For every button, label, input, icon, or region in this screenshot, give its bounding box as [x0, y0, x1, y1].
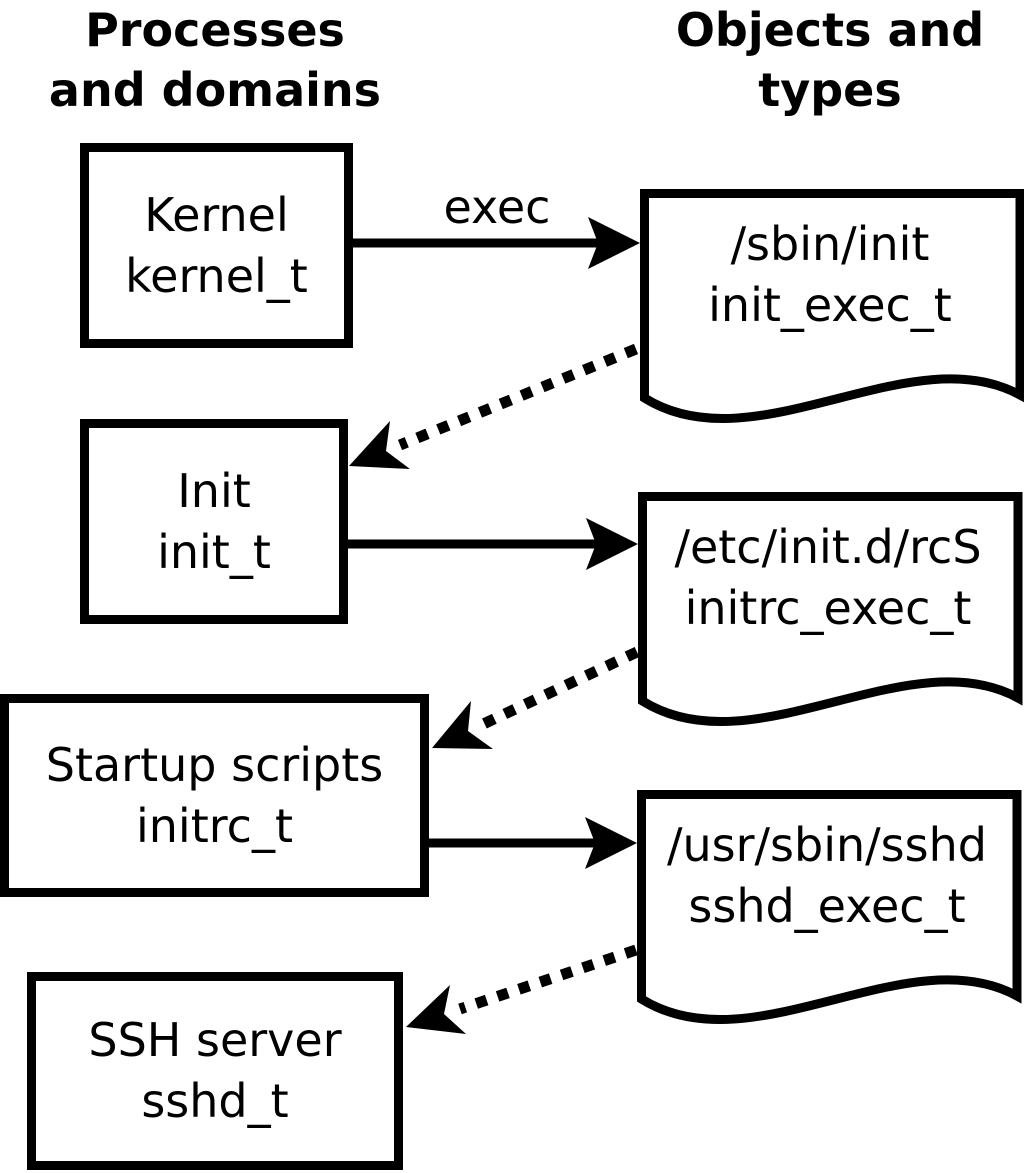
process-ssh-type: sshd_t — [141, 1074, 289, 1128]
process-node-startup-scripts: Startup scripts initrc_t — [0, 694, 429, 897]
header-left-line1: Processes — [85, 3, 345, 57]
object-etc-initd-rcs-type: initrc_exec_t — [684, 581, 972, 635]
process-node-init: Init init_t — [80, 419, 348, 624]
process-kernel-type: kernel_t — [125, 248, 308, 303]
document-shape-sbin-init — [640, 189, 1024, 424]
arrowhead-kernel-to-sbin-init — [588, 217, 640, 269]
arrowhead-etc-initd-rcs-to-startup — [432, 701, 493, 749]
column-header-objects-and-types: Objects and types — [650, 0, 1010, 120]
process-init-label: Init — [177, 463, 251, 518]
document-shape-etc-initd-rcs — [638, 492, 1023, 727]
solid-arrow-kernel-to-sbin-init — [352, 217, 640, 269]
header-right-line2: types — [758, 63, 902, 117]
object-sbin-init-type: init_exec_t — [708, 278, 952, 332]
object-usr-sbin-sshd-path: /usr/sbin/sshd — [667, 818, 987, 872]
arrowhead-init-to-etc-initd-rcs — [586, 518, 638, 570]
object-etc-initd-rcs-path: /etc/init.d/rcS — [674, 520, 982, 574]
process-init-type: init_t — [157, 524, 271, 579]
object-sbin-init-path: /sbin/init — [730, 217, 930, 271]
header-left-line2: and domains — [48, 63, 382, 117]
header-right-line1: Objects and — [675, 3, 985, 57]
solid-arrow-init-to-etc-initd-rcs — [347, 518, 638, 570]
document-shape-usr-sbin-sshd — [637, 790, 1022, 1025]
process-node-ssh-server: SSH server sshd_t — [27, 972, 403, 1170]
process-node-kernel: Kernel kernel_t — [80, 143, 353, 348]
dotted-arrow-usr-sbin-sshd-to-ssh-server — [406, 944, 638, 1034]
edge-label-exec: exec — [443, 180, 551, 234]
object-node-sbin-init-label: /sbin/init init_exec_t — [640, 214, 1020, 336]
solid-arrow-startup-to-usr-sbin-sshd — [428, 817, 637, 869]
dotted-arrow-sbin-init-to-init — [349, 343, 639, 469]
object-usr-sbin-sshd-type: sshd_exec_t — [688, 879, 966, 933]
object-node-usr-sbin-sshd-label: /usr/sbin/sshd sshd_exec_t — [637, 815, 1017, 937]
process-startup-label: Startup scripts — [45, 737, 384, 792]
process-ssh-label: SSH server — [88, 1013, 342, 1067]
arrowhead-startup-to-usr-sbin-sshd — [585, 817, 637, 869]
process-kernel-label: Kernel — [144, 187, 289, 242]
column-header-processes-and-domains: Processes and domains — [25, 0, 405, 120]
arrowhead-sbin-init-to-init — [349, 421, 410, 469]
dotted-arrow-etc-initd-rcs-to-startup — [432, 647, 640, 749]
process-startup-type: initrc_t — [136, 798, 293, 853]
object-node-etc-initd-rcs-label: /etc/init.d/rcS initrc_exec_t — [638, 517, 1018, 639]
arrowhead-usr-sbin-sshd-to-ssh-server — [406, 985, 466, 1034]
